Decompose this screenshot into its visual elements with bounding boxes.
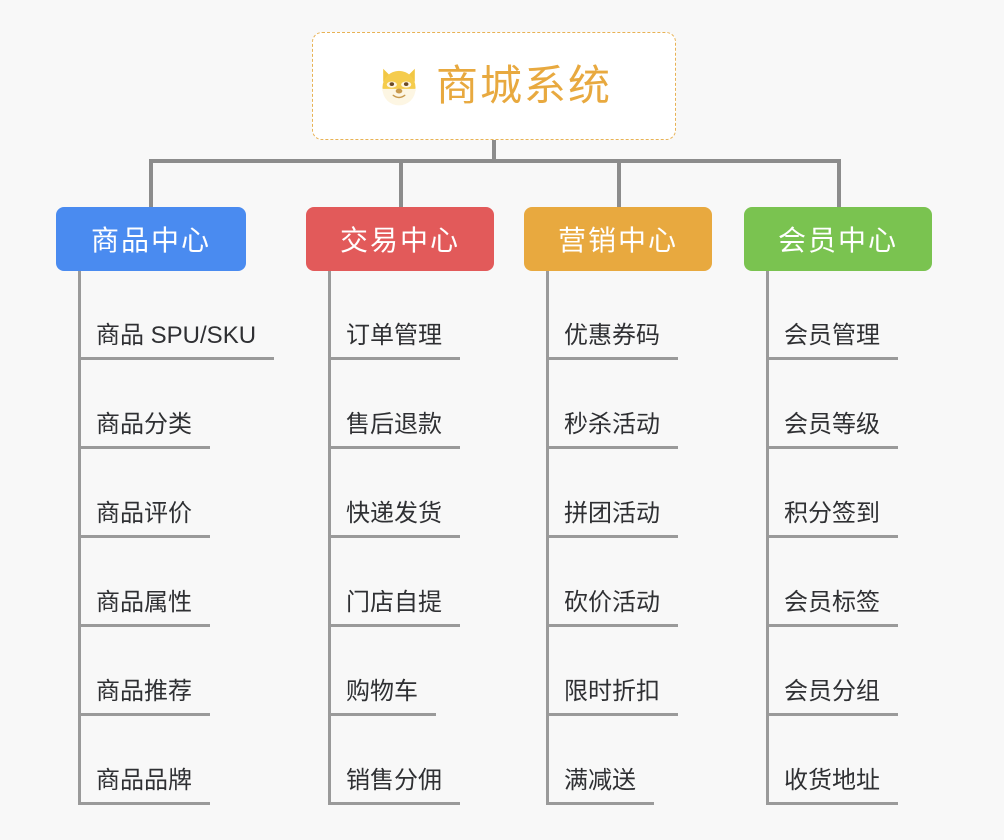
leaf-item[interactable]: 收货地址 — [744, 716, 932, 805]
leaf-list-3: 优惠券码 秒杀活动 拼团活动 砍价活动 限时折扣 满减送 — [524, 271, 712, 805]
connector-horizontal-bus — [149, 159, 841, 163]
leaf-label: 售后退款 — [346, 411, 442, 438]
leaf-item[interactable]: 商品分类 — [56, 360, 246, 449]
leaf-label: 门店自提 — [346, 589, 442, 616]
category-box-1[interactable]: 商品中心 — [56, 207, 246, 271]
leaf-item[interactable]: 会员标签 — [744, 538, 932, 627]
leaf-item[interactable]: 快递发货 — [306, 449, 494, 538]
leaf-item[interactable]: 限时折扣 — [524, 627, 712, 716]
category-box-3[interactable]: 营销中心 — [524, 207, 712, 271]
branch-column-4: 会员中心 会员管理 会员等级 积分签到 会员标签 会员分组 收货地址 — [744, 207, 932, 805]
leaf-item[interactable]: 积分签到 — [744, 449, 932, 538]
leaf-label: 快递发货 — [346, 500, 442, 527]
leaf-item[interactable]: 商品评价 — [56, 449, 246, 538]
root-title: 商城系统 — [435, 62, 612, 109]
branch-trunk-1 — [78, 271, 81, 805]
category-label-1: 商品中心 — [90, 225, 211, 256]
leaf-label: 砍价活动 — [564, 589, 660, 616]
category-box-4[interactable]: 会员中心 — [744, 207, 932, 271]
leaf-label: 满减送 — [564, 767, 636, 794]
connector-drop-1 — [149, 159, 153, 207]
leaf-list-2: 订单管理 售后退款 快递发货 门店自提 购物车 销售分佣 — [306, 271, 494, 805]
leaf-item[interactable]: 秒杀活动 — [524, 360, 712, 449]
leaf-item[interactable]: 商品属性 — [56, 538, 246, 627]
leaf-item[interactable]: 门店自提 — [306, 538, 494, 627]
leaf-item[interactable]: 购物车 — [306, 627, 494, 716]
category-label-4: 会员中心 — [777, 225, 898, 256]
leaf-item[interactable]: 拼团活动 — [524, 449, 712, 538]
branch-column-2: 交易中心 订单管理 售后退款 快递发货 门店自提 购物车 销售分佣 — [306, 207, 494, 805]
leaf-label: 会员标签 — [784, 589, 880, 616]
leaf-list-1: 商品 SPU/SKU 商品分类 商品评价 商品属性 商品推荐 商品品牌 — [56, 271, 275, 805]
leaf-label: 限时折扣 — [564, 678, 660, 705]
category-box-2[interactable]: 交易中心 — [306, 207, 494, 271]
leaf-list-4: 会员管理 会员等级 积分签到 会员标签 会员分组 收货地址 — [744, 271, 932, 805]
leaf-item[interactable]: 会员分组 — [744, 627, 932, 716]
leaf-item[interactable]: 优惠券码 — [524, 271, 712, 360]
leaf-label: 积分签到 — [784, 500, 880, 527]
leaf-label: 会员管理 — [784, 322, 880, 349]
leaf-label: 优惠券码 — [564, 322, 660, 349]
shiba-dog-face-icon — [376, 63, 422, 109]
leaf-label: 会员分组 — [784, 678, 880, 705]
leaf-label: 商品品牌 — [96, 767, 192, 794]
leaf-label: 秒杀活动 — [564, 411, 660, 438]
branch-trunk-4 — [766, 271, 769, 805]
category-label-3: 营销中心 — [557, 225, 678, 256]
leaf-label: 收货地址 — [784, 767, 880, 794]
branch-trunk-2 — [328, 271, 331, 805]
leaf-item[interactable]: 会员等级 — [744, 360, 932, 449]
leaf-label: 拼团活动 — [564, 500, 660, 527]
branch-trunk-3 — [546, 271, 549, 805]
branch-column-1: 商品中心 商品 SPU/SKU 商品分类 商品评价 商品属性 商品推荐 商品品牌 — [56, 207, 275, 805]
connector-drop-2 — [399, 159, 403, 207]
leaf-label: 商品评价 — [96, 500, 192, 527]
leaf-label: 商品 SPU/SKU — [96, 322, 257, 349]
leaf-label: 会员等级 — [784, 411, 880, 438]
leaf-label: 购物车 — [346, 678, 418, 705]
leaf-label: 商品推荐 — [96, 678, 192, 705]
connector-drop-3 — [617, 159, 621, 207]
root-node[interactable]: 商城系统 — [312, 32, 676, 140]
leaf-item[interactable]: 满减送 — [524, 716, 712, 805]
leaf-item[interactable]: 会员管理 — [744, 271, 932, 360]
connector-drop-4 — [837, 159, 841, 207]
leaf-item[interactable]: 砍价活动 — [524, 538, 712, 627]
leaf-item[interactable]: 销售分佣 — [306, 716, 494, 805]
leaf-item[interactable]: 商品品牌 — [56, 716, 246, 805]
leaf-item[interactable]: 订单管理 — [306, 271, 494, 360]
branch-column-3: 营销中心 优惠券码 秒杀活动 拼团活动 砍价活动 限时折扣 满减送 — [524, 207, 712, 805]
connector-root-stem — [492, 140, 496, 162]
leaf-item[interactable]: 商品 SPU/SKU — [56, 271, 275, 360]
leaf-label: 订单管理 — [346, 322, 442, 349]
leaf-item[interactable]: 售后退款 — [306, 360, 494, 449]
category-label-2: 交易中心 — [339, 225, 460, 256]
leaf-item[interactable]: 商品推荐 — [56, 627, 246, 716]
leaf-label: 商品属性 — [96, 589, 192, 616]
leaf-label: 商品分类 — [96, 411, 192, 438]
leaf-label: 销售分佣 — [346, 767, 442, 794]
